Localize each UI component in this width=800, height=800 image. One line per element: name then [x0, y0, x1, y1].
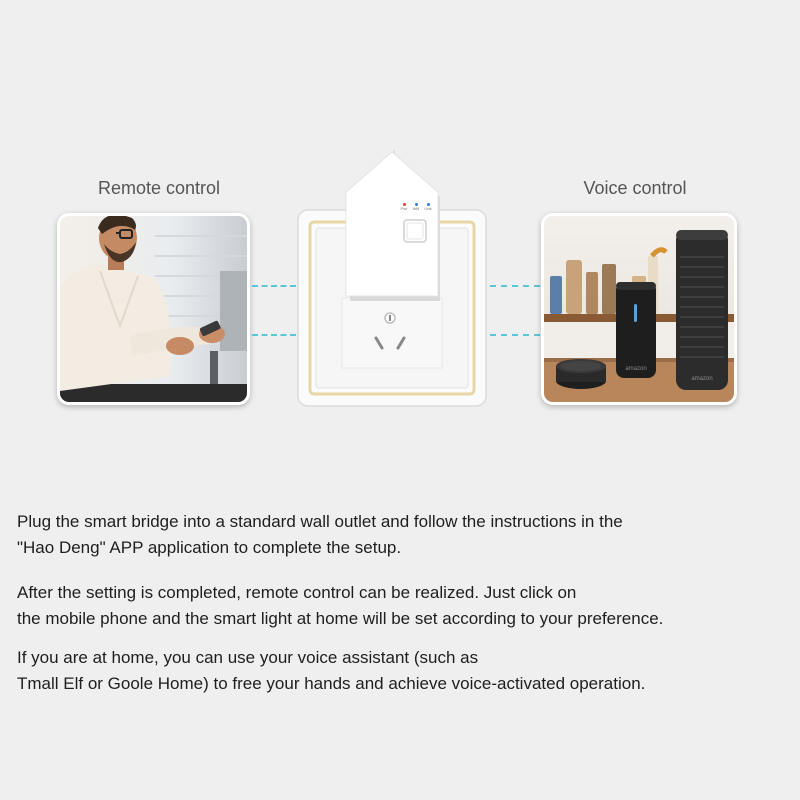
voice-line-1: If you are at home, you can use your voi… [17, 648, 479, 667]
setup-instructions-paragraph: Plug the smart bridge into a standard wa… [17, 509, 797, 561]
indicator-link: Link [421, 203, 435, 212]
setup-line-2: "Hao Deng" APP application to complete t… [17, 538, 402, 557]
indicator-link-led [426, 203, 430, 206]
connector-line-right-top [490, 285, 540, 287]
person-with-phone-illustration [60, 216, 247, 402]
remote-line-1: After the setting is completed, remote c… [17, 583, 577, 602]
connector-line-right-bottom [490, 334, 540, 336]
remote-line-2: the mobile phone and the smart light at … [17, 609, 664, 628]
connector-line-left-top [252, 285, 296, 287]
wall-socket-with-bridge: Pwr Wifi Link [296, 150, 488, 408]
remote-control-paragraph: After the setting is completed, remote c… [17, 580, 797, 632]
indicator-wifi-label: Wifi [412, 206, 420, 211]
smart-speakers-illustration: amazon amazon [544, 216, 734, 402]
voice-control-label: Voice control [583, 178, 687, 198]
indicator-pwr-label: Pwr [400, 206, 408, 211]
setup-line-1: Plug the smart bridge into a standard wa… [17, 512, 623, 531]
indicator-pwr: Pwr [397, 203, 411, 212]
indicator-wifi: Wifi [409, 203, 423, 212]
medium-speaker-brand: amazon [625, 366, 646, 372]
voice-control-paragraph: If you are at home, you can use your voi… [17, 645, 797, 697]
voice-control-photo: amazon amazon [541, 213, 737, 405]
smart-bridge-illustration [297, 150, 487, 407]
connector-line-left-bottom [252, 334, 296, 336]
indicator-wifi-led [414, 203, 418, 206]
remote-control-label: Remote control [97, 178, 221, 198]
indicator-pwr-led [402, 203, 406, 206]
remote-control-photo [57, 213, 250, 405]
indicator-link-label: Link [424, 206, 432, 211]
tall-speaker-brand: amazon [691, 376, 712, 382]
voice-line-2: Tmall Elf or Goole Home) to free your ha… [17, 674, 646, 693]
